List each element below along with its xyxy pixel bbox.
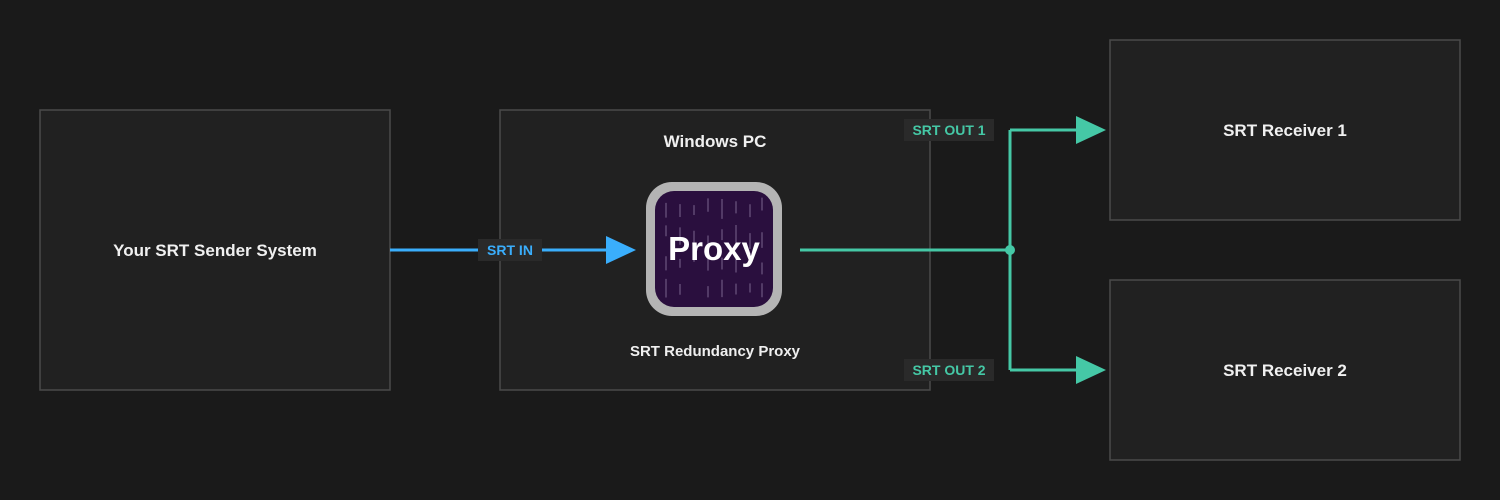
sender-node: Your SRT Sender System <box>39 109 391 391</box>
proxy-icon-text: Proxy <box>668 230 760 267</box>
sender-box <box>39 109 391 391</box>
srt-in-label-bg <box>478 239 542 261</box>
srt-out-2-arrowhead <box>1076 356 1106 384</box>
srt-in-arrowhead <box>606 236 636 264</box>
sender-label: Your SRT Sender System <box>113 241 317 260</box>
receiver-2-label: SRT Receiver 2 <box>1223 361 1347 380</box>
proxy-icon-rain-pattern <box>665 197 763 298</box>
srt-in-link: SRT IN <box>390 236 636 264</box>
receiver-2-box <box>1109 279 1461 461</box>
srt-out-links: SRT OUT 1 SRT OUT 2 <box>800 116 1106 384</box>
srt-out-1-label: SRT OUT 1 <box>912 122 985 138</box>
srt-out-1-arrowhead <box>1076 116 1106 144</box>
srt-out-split-dot <box>1005 245 1015 255</box>
proxy-app-icon: Proxy <box>646 182 782 316</box>
receiver-2-node: SRT Receiver 2 <box>1109 279 1461 461</box>
srt-out-2-label: SRT OUT 2 <box>912 362 985 378</box>
receiver-1-box <box>1109 39 1461 221</box>
receiver-1-node: SRT Receiver 1 <box>1109 39 1461 221</box>
receiver-1-label: SRT Receiver 1 <box>1223 121 1347 140</box>
srt-in-label: SRT IN <box>487 242 533 258</box>
proxy-app-name: SRT Redundancy Proxy <box>630 343 801 360</box>
proxy-icon-inner <box>655 191 773 307</box>
windows-pc-title: Windows PC <box>664 132 767 151</box>
srt-out-2-label-bg <box>904 359 994 381</box>
srt-out-1-label-bg <box>904 119 994 141</box>
